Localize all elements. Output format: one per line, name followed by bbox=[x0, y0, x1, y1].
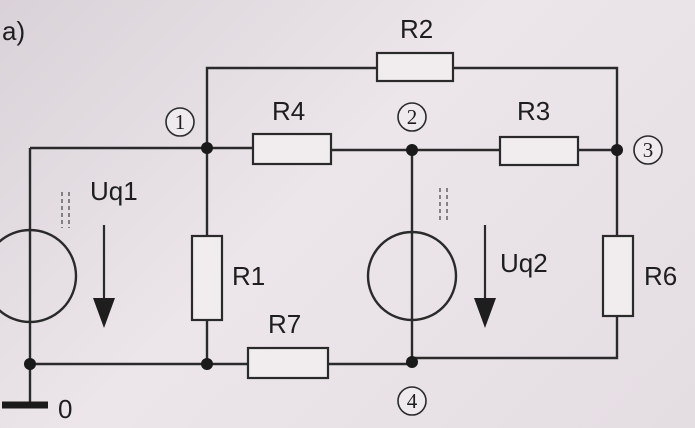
r6-branch-wire bbox=[412, 150, 619, 360]
node-3-marker bbox=[633, 135, 663, 165]
node-4-label: 4 bbox=[407, 389, 418, 413]
node-2-label: 2 bbox=[407, 105, 418, 129]
junction-bottom-r1 bbox=[201, 358, 213, 370]
node-1-label: 1 bbox=[175, 110, 186, 134]
uq1-arrow bbox=[93, 225, 115, 328]
junction-node-3 bbox=[611, 144, 623, 156]
resistor-r6 bbox=[601, 234, 635, 318]
junction-bottom-left bbox=[24, 358, 36, 370]
top-branch-wire bbox=[205, 66, 619, 150]
resistor-r2 bbox=[375, 51, 455, 83]
resistor-r1 bbox=[190, 234, 224, 322]
r3-label: R3 bbox=[517, 96, 550, 126]
node-2-marker bbox=[397, 102, 427, 132]
uq1-label: Uq1 bbox=[90, 176, 138, 206]
resistor-r4 bbox=[251, 132, 333, 166]
voltage-source-uq1 bbox=[0, 228, 78, 324]
uq2-label: Uq2 bbox=[500, 248, 548, 278]
node-1-marker bbox=[165, 107, 195, 137]
r4-label: R4 bbox=[272, 96, 305, 126]
node-4-marker bbox=[397, 386, 427, 416]
resistor-r3 bbox=[498, 135, 580, 167]
resistor-r7 bbox=[246, 346, 330, 380]
r1-label: R1 bbox=[232, 261, 265, 291]
uq2-arrow bbox=[474, 225, 496, 328]
junction-node-1 bbox=[201, 142, 213, 154]
junction-node-4 bbox=[406, 356, 418, 368]
junction-node-2 bbox=[406, 144, 418, 156]
node-0-label: 0 bbox=[58, 394, 72, 424]
r2-label: R2 bbox=[400, 14, 433, 44]
r7-label: R7 bbox=[268, 309, 301, 339]
r6-label: R6 bbox=[644, 261, 677, 291]
bottom-branch-wire bbox=[30, 358, 414, 366]
panel-label: a) bbox=[2, 16, 25, 46]
node-3-label: 3 bbox=[643, 138, 654, 162]
